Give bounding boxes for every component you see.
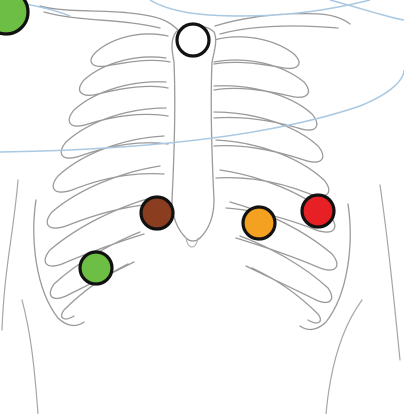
sternum: [172, 26, 216, 241]
guide-line-right-arc: [330, 0, 404, 20]
body-outline-right-lower: [326, 300, 362, 414]
electrode-center-right-orange[interactable]: [243, 207, 275, 239]
body-outline-right: [380, 185, 400, 360]
electrode-center-left-brown[interactable]: [141, 197, 173, 229]
electrode-sternum-white[interactable]: [177, 24, 209, 56]
left-clavicle: [40, 6, 178, 30]
electrode-lower-left-green[interactable]: [80, 252, 112, 284]
body-outline-left: [2, 180, 18, 330]
electrode-top-left-green[interactable]: [0, 0, 28, 34]
right-ribs: [214, 37, 350, 330]
body-outline-left-lower: [22, 300, 38, 414]
right-clavicle-lower: [220, 26, 338, 34]
electrode-right-red[interactable]: [302, 195, 334, 227]
electrodes: [0, 0, 334, 284]
